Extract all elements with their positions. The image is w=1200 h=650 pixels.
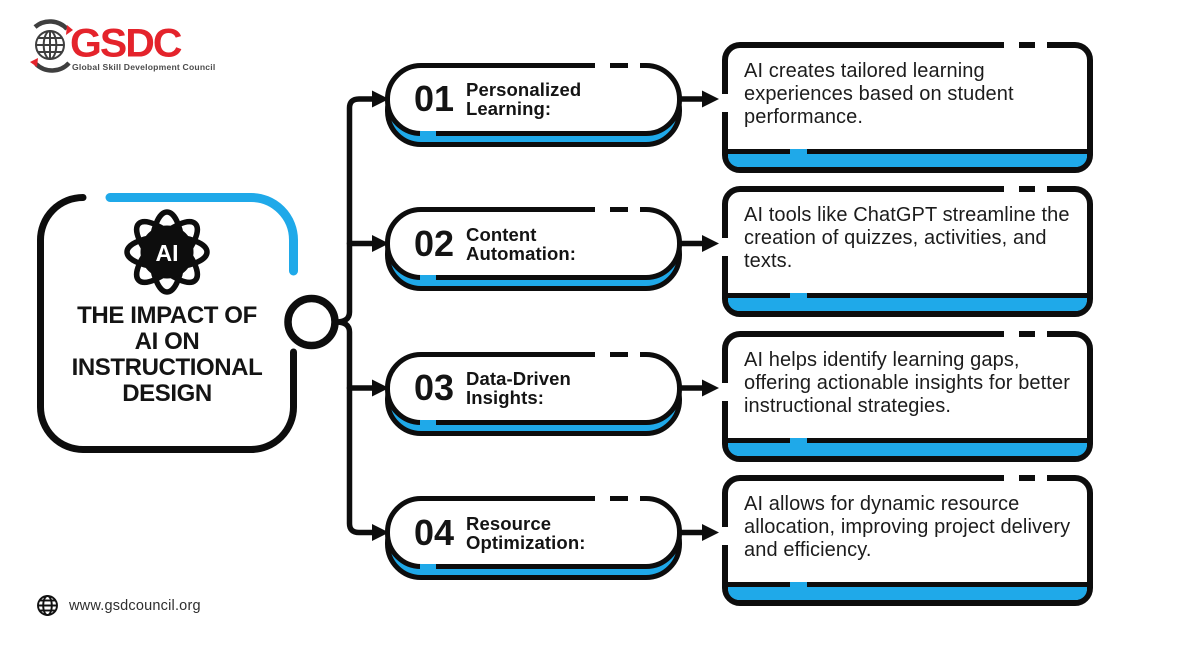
- border-gap: [722, 527, 728, 545]
- item-label-line: Content: [466, 223, 537, 245]
- border-gap: [1004, 41, 1019, 48]
- border-notch: [420, 564, 436, 569]
- ai-badge-label: AI: [156, 240, 179, 266]
- border-gap: [595, 496, 610, 501]
- desc-footer-bar: [728, 293, 1087, 311]
- item-number: 02: [413, 222, 455, 264]
- border-notch: [420, 419, 436, 425]
- item-label: Content Automation:: [466, 225, 576, 263]
- desc-text: AI tools like ChatGPT streamline the cre…: [744, 204, 1070, 272]
- border-notch: [790, 437, 807, 443]
- border-gap: [595, 207, 610, 212]
- page-title-line: INSTRUCTIONAL: [71, 354, 263, 381]
- page-title-line: AI ON: [134, 328, 200, 355]
- item-label-line: Insights:: [466, 387, 544, 408]
- item-pill-2: 02 Content Automation:: [385, 207, 682, 280]
- border-notch: [790, 582, 807, 587]
- border-gap: [1035, 41, 1047, 48]
- border-gap: [628, 62, 640, 68]
- border-notch: [790, 148, 807, 154]
- item-pill-1: 01 Personalized Learning:: [385, 62, 682, 136]
- item-row-3: 03 Data-Driven Insights:: [385, 351, 682, 436]
- desc-box-2: AI tools like ChatGPT streamline the cre…: [722, 186, 1093, 317]
- desc-text: AI helps identify learning gaps, offerin…: [744, 348, 1070, 417]
- border-gap: [595, 62, 610, 68]
- desc-text: AI creates tailored learning experiences…: [744, 59, 1014, 128]
- item-row-2: 02 Content Automation:: [385, 207, 682, 291]
- border-gap: [628, 207, 640, 212]
- page-title-line: DESIGN: [122, 380, 212, 407]
- desc-footer-bar: [728, 148, 1087, 167]
- item-number: 01: [413, 78, 455, 119]
- brand-logo: GSDC Global Skill Development Council: [26, 12, 256, 82]
- website-text: www.gsdcouncil.org: [69, 597, 201, 614]
- border-gap: [1004, 330, 1019, 337]
- desc-box-3: AI helps identify learning gaps, offerin…: [722, 330, 1093, 462]
- ai-atom-icon: AI: [124, 209, 210, 295]
- border-gap: [1035, 186, 1047, 192]
- border-notch: [790, 293, 807, 298]
- arrow-icon: [702, 90, 719, 541]
- border-gap: [722, 93, 728, 112]
- page-title: THE IMPACT OF AI ON INSTRUCTIONAL DESIGN: [52, 303, 282, 407]
- item-label-line: Learning:: [466, 98, 552, 119]
- branch-lines: [333, 96, 375, 536]
- item-label-line: Data-Driven: [466, 368, 571, 389]
- item-label: Data-Driven Insights:: [466, 369, 571, 407]
- item-label-line: Resource: [466, 512, 552, 534]
- desc-box-1: AI creates tailored learning experiences…: [722, 41, 1093, 173]
- arrow-icon: [372, 90, 389, 541]
- item-label-line: Automation:: [466, 242, 577, 264]
- desc-text: AI allows for dynamic resource allocatio…: [744, 493, 1071, 561]
- border-notch: [420, 130, 436, 136]
- border-gap: [628, 351, 640, 357]
- border-gap: [722, 238, 728, 256]
- pill-to-box-arrows: [673, 96, 705, 536]
- item-label: Resource Optimization:: [466, 514, 585, 552]
- desc-footer-bar: [728, 437, 1087, 456]
- border-gap: [1035, 475, 1047, 481]
- item-pill-4: 04 Resource Optimization:: [385, 496, 682, 569]
- item-number: 04: [413, 511, 455, 553]
- brand-tagline: Global Skill Development Council: [72, 62, 216, 72]
- connector-node-circle: [284, 294, 339, 350]
- item-number: 03: [413, 367, 455, 408]
- item-label: Personalized Learning:: [466, 80, 581, 118]
- globe-icon: [30, 19, 73, 73]
- page-title-line: THE IMPACT OF: [77, 302, 257, 329]
- item-label-line: Optimization:: [466, 531, 586, 553]
- title-card-accent-arc: [105, 193, 298, 276]
- border-gap: [1035, 330, 1047, 337]
- border-gap: [595, 351, 610, 357]
- globe-icon: [37, 595, 58, 616]
- brand-name: GSDC: [70, 20, 182, 66]
- border-gap: [628, 496, 640, 501]
- desc-footer-bar: [728, 582, 1087, 600]
- site-footer: www.gsdcouncil.org: [36, 594, 201, 617]
- desc-box-4: AI allows for dynamic resource allocatio…: [722, 475, 1093, 606]
- border-notch: [420, 275, 436, 280]
- border-gap: [1004, 475, 1019, 481]
- border-gap: [1004, 186, 1019, 192]
- item-label-line: Personalized: [466, 79, 582, 100]
- border-gap: [722, 382, 728, 401]
- item-row-4: 04 Resource Optimization:: [385, 496, 682, 580]
- title-card-outline: [36, 194, 297, 453]
- item-row-1: 01 Personalized Learning:: [385, 62, 682, 147]
- item-pill-3: 03 Data-Driven Insights:: [385, 351, 682, 425]
